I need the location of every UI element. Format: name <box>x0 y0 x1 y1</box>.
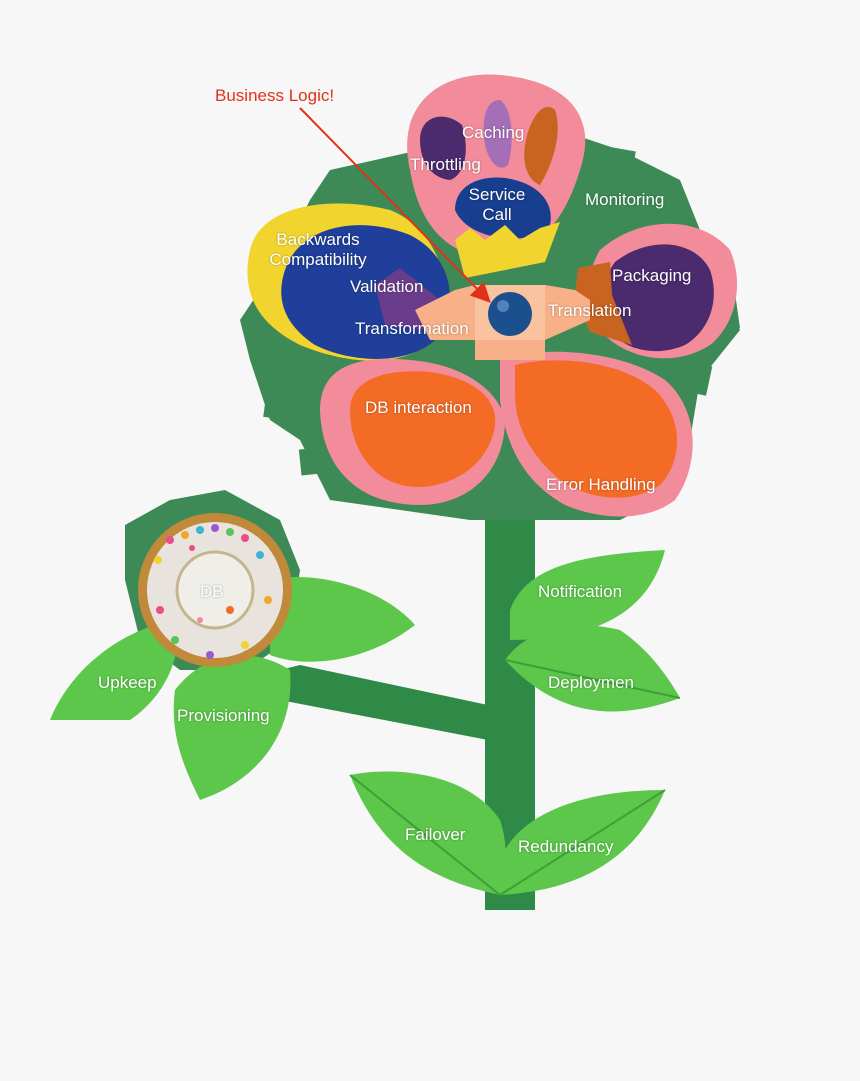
label-redundancy: Redundancy <box>518 837 614 856</box>
db-flower <box>50 490 415 800</box>
label-validation: Validation <box>350 277 424 296</box>
label-db-interaction: DB interaction <box>365 398 472 417</box>
label-failover: Failover <box>405 825 466 844</box>
right-petal <box>575 223 738 359</box>
label-monitoring: Monitoring <box>585 190 665 209</box>
backwards-compatibility-petal <box>247 203 450 361</box>
label-backwards-compatibility: Backwards Compatibility <box>262 230 374 269</box>
top-petal <box>407 74 586 278</box>
label-backwards-line1: Backwards <box>276 230 360 249</box>
center-business-logic <box>415 285 590 360</box>
label-provisioning: Provisioning <box>177 706 270 725</box>
label-translation: Translation <box>548 301 632 320</box>
label-backwards-line2: Compatibility <box>269 249 367 269</box>
bottom-petals <box>320 351 693 517</box>
db-beads <box>154 524 272 659</box>
label-service-call-line1: Service <box>468 185 526 204</box>
callout-business-logic: Business Logic! <box>215 86 335 105</box>
label-transformation: Transformation <box>355 319 469 338</box>
label-notification: Notification <box>538 582 623 601</box>
label-service-call: Service Call <box>462 185 532 224</box>
label-caching: Caching <box>462 123 525 142</box>
label-packaging: Packaging <box>612 266 692 285</box>
label-upkeep: Upkeep <box>98 673 157 692</box>
label-db: DB <box>200 582 224 601</box>
callout-arrow <box>299 107 491 303</box>
label-error-handling: Error Handling <box>546 475 656 494</box>
label-deployment: Deploymen <box>548 673 634 692</box>
stem-leaves-bottom <box>349 771 666 896</box>
label-throttling: Throttling <box>410 155 481 174</box>
label-service-call-line2: Call <box>482 204 512 224</box>
stem-leaves-right <box>504 550 681 712</box>
